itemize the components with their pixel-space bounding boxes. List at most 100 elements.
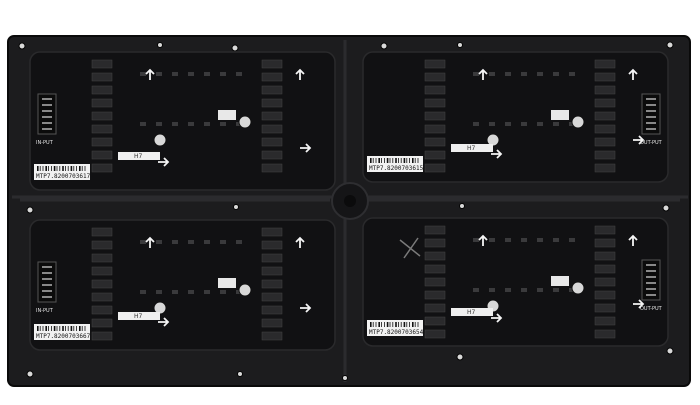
right-arrow-icon [491, 149, 503, 159]
driver-chip [261, 279, 283, 289]
smd-component [489, 122, 495, 126]
driver-chip [424, 225, 446, 235]
smd-component [172, 240, 178, 244]
driver-chip [594, 251, 616, 261]
driver-chip [91, 72, 113, 82]
driver-chip [424, 303, 446, 313]
smd-component [236, 72, 242, 76]
driver-chip [594, 98, 616, 108]
smd-component [204, 290, 210, 294]
port-label: IN-PUT [36, 140, 54, 146]
driver-chip [261, 292, 283, 302]
smd-component [172, 122, 178, 126]
smd-component [505, 238, 511, 242]
marker-sticker [118, 152, 160, 160]
serial-number: MTP7.8200703615 [369, 165, 424, 172]
capacitor [238, 115, 252, 129]
smd-component [553, 288, 559, 292]
driver-chip [424, 111, 446, 121]
driver-chip [594, 238, 616, 248]
driver-chip [424, 163, 446, 173]
regulator-chip [218, 110, 236, 120]
driver-chip [594, 277, 616, 287]
driver-chip [91, 137, 113, 147]
marker-sticker [451, 308, 493, 316]
smd-component [505, 288, 511, 292]
smd-component [521, 238, 527, 242]
handwritten-mark: H7 [467, 145, 476, 152]
driver-chip [594, 290, 616, 300]
driver-chip [91, 292, 113, 302]
smd-component [220, 290, 226, 294]
smd-component [140, 72, 146, 76]
smd-component [473, 238, 479, 242]
driver-chip [594, 72, 616, 82]
smd-component [204, 240, 210, 244]
smd-component [156, 122, 162, 126]
barcode-label [367, 320, 423, 336]
smd-component [140, 240, 146, 244]
smd-component [220, 72, 226, 76]
port-label: OUT-PUT [640, 140, 663, 146]
driver-chip [594, 59, 616, 69]
driver-chip [261, 227, 283, 237]
driver-chip [594, 163, 616, 173]
driver-chip [424, 316, 446, 326]
driver-chip [424, 59, 446, 69]
smd-component [553, 238, 559, 242]
driver-chip [424, 264, 446, 274]
marker-sticker [451, 144, 493, 152]
smd-component [140, 122, 146, 126]
driver-chip [261, 266, 283, 276]
handwritten-mark: H7 [134, 313, 143, 320]
driver-chip [91, 98, 113, 108]
driver-chip [261, 124, 283, 134]
driver-chip [594, 316, 616, 326]
smd-component [521, 288, 527, 292]
up-arrow-icon [295, 68, 305, 80]
up-arrow-icon [478, 68, 488, 80]
smd-component [188, 290, 194, 294]
smd-component [537, 122, 543, 126]
driver-chip [261, 163, 283, 173]
driver-chip [261, 331, 283, 341]
smd-component [188, 122, 194, 126]
smd-component [489, 238, 495, 242]
up-arrow-icon [145, 68, 155, 80]
driver-chip [261, 137, 283, 147]
driver-chip [261, 72, 283, 82]
driver-chip [594, 225, 616, 235]
driver-chip [91, 124, 113, 134]
capacitor [571, 281, 585, 295]
driver-chip [424, 238, 446, 248]
smd-component [204, 72, 210, 76]
smd-component [188, 72, 194, 76]
driver-chip [594, 329, 616, 339]
smd-component [156, 290, 162, 294]
screw-holes [18, 41, 674, 381]
driver-chip [261, 111, 283, 121]
smd-component [473, 72, 479, 76]
serial-number: MTP7.8200703617 [36, 173, 91, 180]
smd-component [537, 72, 543, 76]
driver-chip [91, 227, 113, 237]
driver-chip [424, 329, 446, 339]
smd-component [537, 238, 543, 242]
driver-chip [91, 111, 113, 121]
driver-chip [594, 303, 616, 313]
driver-chip [91, 279, 113, 289]
smd-component [569, 72, 575, 76]
right-arrow-icon [491, 313, 503, 323]
driver-chip [424, 124, 446, 134]
smd-component [489, 288, 495, 292]
smd-component [521, 122, 527, 126]
handwritten-mark: H7 [134, 153, 143, 160]
driver-chip [91, 85, 113, 95]
up-arrow-icon [628, 68, 638, 80]
scratch-mark [399, 237, 421, 259]
smd-component [569, 238, 575, 242]
right-arrow-icon [633, 135, 645, 145]
capacitor [238, 283, 252, 297]
smd-component [156, 240, 162, 244]
